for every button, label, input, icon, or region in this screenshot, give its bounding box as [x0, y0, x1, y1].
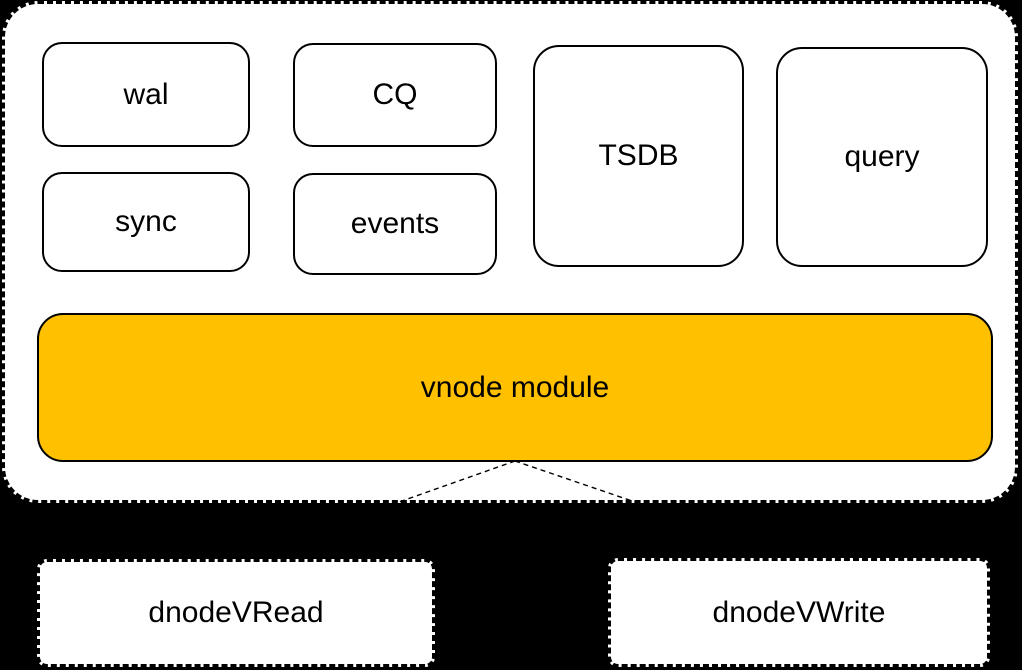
- module-box-events: events: [293, 173, 497, 275]
- module-box-sync: sync: [42, 172, 250, 272]
- module-label-sync: sync: [115, 205, 177, 238]
- dnode-vread-box: dnodeVRead: [37, 559, 435, 667]
- module-label-cq: CQ: [372, 78, 418, 111]
- module-label-tsdb: TSDB: [598, 139, 679, 172]
- vnode-module-label: vnode module: [420, 370, 610, 404]
- module-box-tsdb: TSDB: [533, 45, 744, 267]
- dnode-vread-label: dnodeVRead: [148, 596, 324, 629]
- dnode-vwrite-box: dnodeVWrite: [608, 558, 990, 667]
- module-box-query: query: [776, 47, 988, 267]
- vnode-module-box: vnode module: [37, 313, 993, 462]
- dnode-vwrite-label: dnodeVWrite: [712, 595, 886, 629]
- module-label-events: events: [350, 207, 440, 240]
- module-box-wal: wal: [42, 42, 250, 147]
- module-label-wal: wal: [123, 77, 169, 111]
- module-box-cq: CQ: [293, 43, 497, 147]
- module-label-query: query: [844, 140, 920, 173]
